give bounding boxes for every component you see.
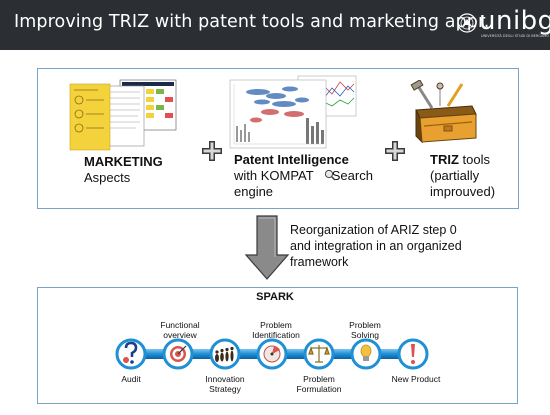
step-label-audit: Audit xyxy=(121,374,141,384)
seal-icon xyxy=(457,13,477,33)
down-arrow-icon xyxy=(244,215,290,280)
step-label-new-product: New Product xyxy=(391,374,441,384)
spark-pipeline xyxy=(115,338,429,370)
logo-wordmark: unibg xyxy=(479,6,550,36)
evolution-icon xyxy=(215,346,234,362)
marketing-label: MARKETING Aspects xyxy=(84,154,163,185)
chart-thumbnail xyxy=(229,75,357,149)
radar-icon xyxy=(263,345,281,363)
triz-label: TRIZ tools (partially improuved) xyxy=(430,152,496,199)
unibg-logo: unibg UNIVERSITÀ DEGLI STUDI DI BERGAMO xyxy=(457,6,550,41)
transition-text: Reorganization of ARIZ step 0 and integr… xyxy=(290,223,462,269)
logo-subtitle: UNIVERSITÀ DEGLI STUDI DI BERGAMO xyxy=(481,34,550,38)
document-thumbnail xyxy=(69,79,177,151)
exclamation-icon xyxy=(411,344,415,364)
plus-icon xyxy=(202,141,222,161)
lightbulb-icon xyxy=(360,344,372,361)
toolbox-icon xyxy=(410,80,477,144)
balance-scale-icon xyxy=(308,345,330,363)
slide-title: Improving TRIZ with patent tools and mar… xyxy=(14,12,490,32)
step-circle-innovation-strategy xyxy=(209,338,241,370)
search-text: Search xyxy=(331,168,373,183)
spark-title: SPARK xyxy=(256,291,294,303)
magnifier-icon xyxy=(324,169,336,181)
question-mark-icon xyxy=(123,341,138,364)
plus-icon xyxy=(385,141,405,161)
target-icon xyxy=(170,345,187,362)
patent-label: Patent Intelligence with KOMPAT Search e… xyxy=(234,152,373,199)
header-bar: Improving TRIZ with patent tools and mar… xyxy=(0,0,550,50)
